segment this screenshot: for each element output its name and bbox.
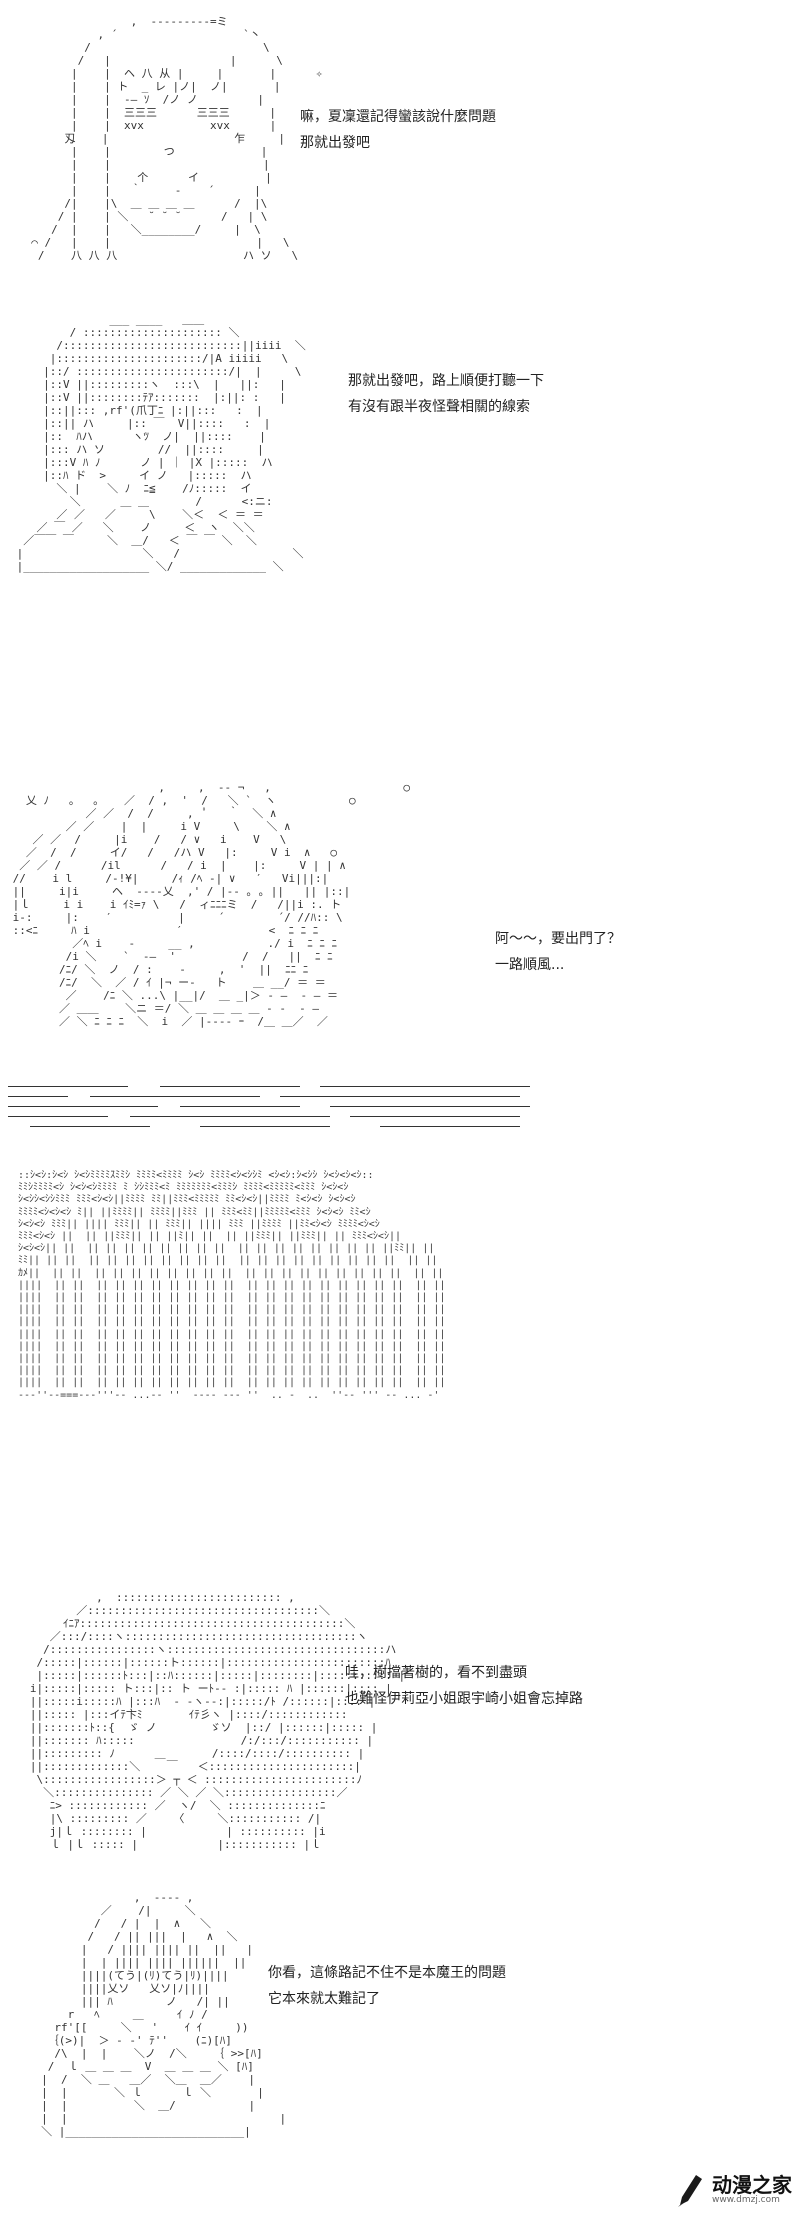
speech-line: 那就出發吧，路上順便打聽一下: [348, 373, 544, 389]
site-watermark: 动漫之家 www.dmzj.com: [676, 2173, 792, 2207]
separator-line: [330, 1106, 530, 1107]
brush-logo-icon: [678, 2175, 702, 2207]
watermark-url: www.dmzj.com: [712, 2195, 780, 2205]
ascii-art-character-1: , ---------=ミ , ´ `丶 / \ / | | \ | | ヘ 八…: [31, 15, 323, 262]
separator-line: [380, 1126, 520, 1127]
speech-text-1: 嘛，夏凜還記得蠻該說什麼問題 那就出發吧: [300, 104, 496, 156]
speech-text-5: 哇，樹擋著樹的，看不到盡頭 也難怪伊莉亞小姐跟宇崎小姐會忘掉路: [345, 1660, 583, 1712]
watermark-text: 动漫之家 www.dmzj.com: [712, 2175, 792, 2205]
separator-line: [200, 1126, 330, 1127]
ascii-art-forest: ::ｼ<ｼ:ｼ<ｼ ｼ<ｼﾐﾐﾐﾐｽﾐﾐｼ ﾐﾐﾐﾐ<ﾐﾐﾐﾐ ｼ<ｼ ﾐﾐﾐﾐ…: [18, 1170, 446, 1401]
speech-line: 也難怪伊莉亞小姐跟宇崎小姐會忘掉路: [345, 1691, 583, 1707]
ascii-art-character-2: ___ ____ ＿＿ / ::::::::::::::::::::: ＼ /:…: [16, 313, 306, 573]
ascii-art-character-3: , , -‐ ¬ , ○ 乂 ﾉ 。 。 ／ / , ' / ＼ ` ヽ ○ ／…: [12, 781, 410, 1028]
separator-line: [8, 1116, 108, 1117]
speech-line: 嘛，夏凜還記得蠻該說什麼問題: [300, 109, 496, 125]
speech-line: 一路順風...: [495, 957, 565, 973]
separator-line: [280, 1096, 520, 1097]
speech-line: 它本來就太難記了: [268, 1991, 380, 2007]
separator-line: [320, 1086, 530, 1087]
watermark-title: 动漫之家: [712, 2173, 792, 2197]
separator-line: [180, 1106, 300, 1107]
panel-1: , ---------=ミ , ´ `丶 / \ / | | \ | | ヘ 八…: [0, 0, 800, 300]
speech-text-3: 阿〜〜，要出門了？ 一路順風...: [495, 926, 621, 978]
speech-text-6: 你看，這條路記不住不是本魔王的問題 它本來就太難記了: [268, 1960, 506, 2012]
panel-2: ___ ____ ＿＿ / ::::::::::::::::::::: ＼ /:…: [0, 300, 800, 740]
separator-line: [350, 1116, 520, 1117]
speech-line: 哇，樹擋著樹的，看不到盡頭: [345, 1665, 527, 1681]
separator-line: [90, 1096, 260, 1097]
separator-line: [30, 1126, 150, 1127]
ascii-art-character-5: , ::::::::::::::::::::::::: , ／:::::::::…: [29, 1591, 406, 1851]
panel-6: , ‐‐‐‐ , ／ /| ＼ / / | | ∧ ＼ / / || ||| |…: [0, 1880, 800, 2215]
separator-line: [8, 1096, 68, 1097]
speech-line: 有沒有跟半夜怪聲相關的線索: [348, 399, 530, 415]
speech-text-2: 那就出發吧，路上順便打聽一下 有沒有跟半夜怪聲相關的線索: [348, 368, 544, 420]
panel-3: , , -‐ ¬ , ○ 乂 ﾉ 。 。 ／ / , ' / ＼ ` ヽ ○ ／…: [0, 760, 800, 1160]
speech-line: 你看，這條路記不住不是本魔王的問題: [268, 1965, 506, 1981]
ascii-art-character-6: , ‐‐‐‐ , ／ /| ＼ / / | | ∧ ＼ / / || ||| |…: [41, 1891, 287, 2138]
separator-line: [8, 1106, 158, 1107]
separator-line: [8, 1086, 128, 1087]
separator-line: [130, 1116, 330, 1117]
panel-5: , ::::::::::::::::::::::::: , ／:::::::::…: [0, 1580, 800, 1880]
speech-line: 那就出發吧: [300, 135, 370, 151]
speech-line: 阿〜〜，要出門了？: [495, 931, 621, 947]
separator-line: [160, 1086, 300, 1087]
panel-4: ::ｼ<ｼ:ｼ<ｼ ｼ<ｼﾐﾐﾐﾐｽﾐﾐｼ ﾐﾐﾐﾐ<ﾐﾐﾐﾐ ｼ<ｼ ﾐﾐﾐﾐ…: [0, 1160, 800, 1580]
